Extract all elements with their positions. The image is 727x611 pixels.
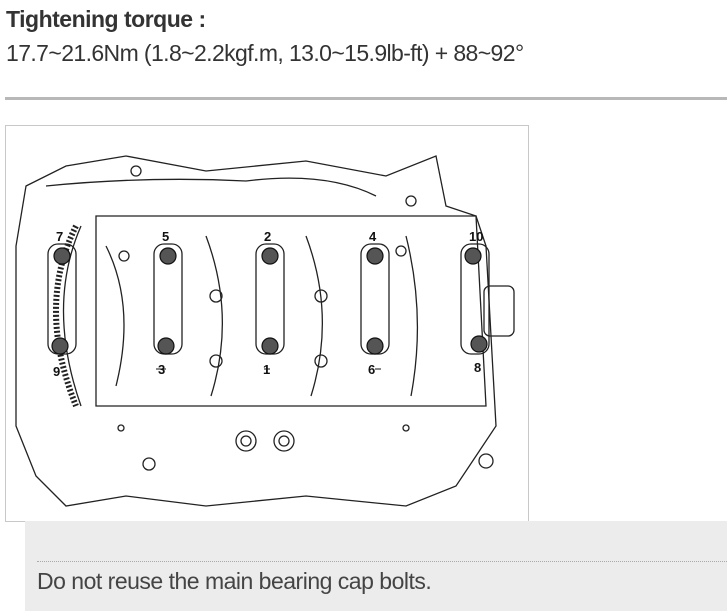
bolt-label-1: 1 — [263, 362, 270, 377]
bolt-label-8: 8 — [474, 360, 481, 375]
bolt-label-2: 2 — [264, 229, 271, 244]
bolt-label-4: 4 — [369, 229, 377, 244]
bolt-label-5: 5 — [162, 229, 169, 244]
bolt-label-6: 6 — [368, 362, 375, 377]
bearing-cap-bolt-sequence-illustration: 7 5 2 4 10 9 3 1 6 8 — [5, 125, 529, 522]
divider — [5, 97, 727, 100]
note-divider — [37, 561, 727, 562]
bolt-label-10: 10 — [469, 229, 483, 244]
torque-spec: 17.7~21.6Nm (1.8~2.2kgf.m, 13.0~15.9lb-f… — [6, 40, 524, 66]
bolt-label-3: 3 — [158, 362, 165, 377]
bolt-label-7: 7 — [56, 229, 63, 244]
section-heading: Tightening torque : — [6, 6, 206, 32]
caution-note: Do not reuse the main bearing cap bolts. — [25, 521, 727, 611]
bolt-label-9: 9 — [53, 364, 60, 379]
note-text: Do not reuse the main bearing cap bolts. — [37, 568, 432, 594]
engine-block-drawing: 7 5 2 4 10 9 3 1 6 8 — [15, 155, 515, 507]
bolt-heads — [51, 247, 488, 355]
